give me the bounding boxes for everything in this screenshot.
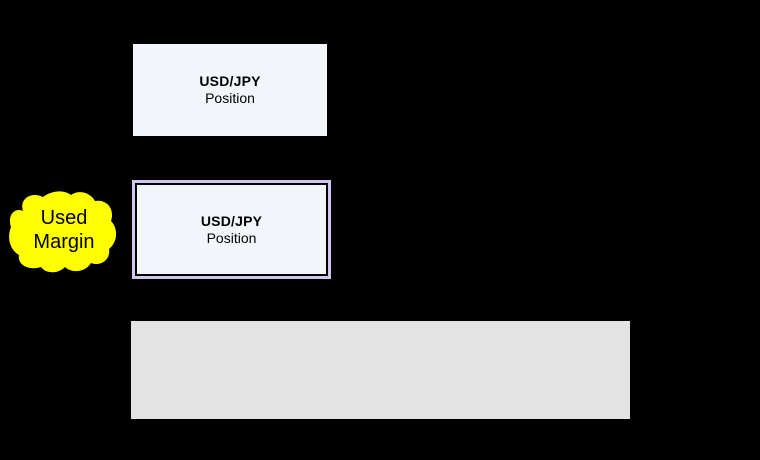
position-box-1: USD/JPY Position <box>131 42 329 138</box>
position-box-2-type-label: Position <box>206 229 257 246</box>
used-margin-label-line1: Used <box>40 207 88 229</box>
used-margin-label-line2: Margin <box>33 231 95 253</box>
highlighter-blob-shape <box>9 191 117 273</box>
position-box-2-pair-label: USD/JPY <box>200 212 263 229</box>
position-box-2: USD/JPY Position <box>135 183 328 276</box>
highlighter-blob-icon <box>9 191 117 273</box>
bottom-gray-bar <box>131 321 630 419</box>
used-margin-callout: Used Margin <box>5 185 119 275</box>
used-margin-label: Used Margin <box>5 185 119 275</box>
position-box-2-highlight-border: USD/JPY Position <box>132 180 331 279</box>
position-box-1-pair-label: USD/JPY <box>199 73 261 89</box>
position-box-1-type-label: Position <box>205 90 255 106</box>
